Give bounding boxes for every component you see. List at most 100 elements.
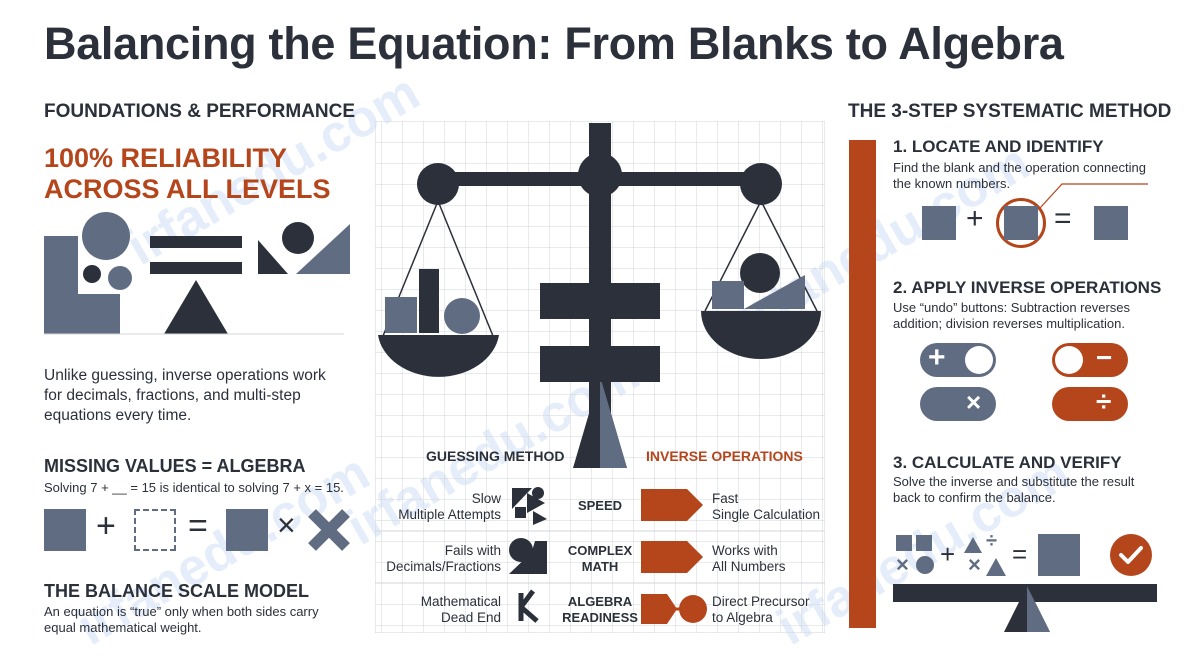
row-text: Works with <box>712 543 778 558</box>
known-number-square <box>922 206 956 240</box>
toggle-minus[interactable]: − <box>1052 342 1128 377</box>
balance-model-text: An equation is “true” only when both sid… <box>44 604 319 635</box>
row-text: Dead End <box>440 610 501 625</box>
step1-title: 1. LOCATE AND IDENTIFY <box>893 137 1104 156</box>
equals-bar-top <box>540 283 660 319</box>
result-square <box>1094 206 1128 240</box>
row-text: Decimals/Fractions <box>386 559 501 574</box>
row-text: Fast <box>712 491 739 506</box>
toggle-divide[interactable]: ÷ <box>1052 386 1128 421</box>
row-label: COMPLEX <box>567 543 633 558</box>
toggle-knob <box>923 390 951 418</box>
toggle-knob <box>1055 346 1083 374</box>
beam-pivot <box>578 153 622 197</box>
right-beam-end <box>740 163 782 205</box>
step2-text: Use “undo” buttons: Subtraction reverses… <box>893 300 1131 331</box>
shape-circle <box>83 265 101 283</box>
reliability-line1: 100% RELIABILITY <box>44 143 288 173</box>
row-complex-label: COMPLEX MATH <box>560 543 640 575</box>
right-pan <box>701 311 821 359</box>
toggle-times[interactable]: × <box>920 387 996 421</box>
complex-guessing-icon <box>509 538 547 574</box>
blank-placeholder <box>134 509 176 551</box>
row-label: ALGEBRA <box>567 594 633 609</box>
equals-bar-bottom <box>540 346 660 382</box>
missing-values-equation: + = × <box>44 507 354 553</box>
small-triangle <box>986 558 1006 576</box>
right-weight-triangle <box>744 275 805 309</box>
left-pan <box>378 335 499 377</box>
row-speed-guessing: Slow Multiple Attempts <box>370 491 501 523</box>
scale-base-shade <box>600 376 627 468</box>
speed-guessing-icon <box>512 487 547 525</box>
complex-inverse-arrow <box>641 541 703 573</box>
reliability-line2: ACROSS ALL LEVELS <box>44 174 331 204</box>
row-text: Slow <box>471 491 501 506</box>
shape-rect <box>78 294 120 334</box>
balance-fulcrum <box>1004 586 1050 632</box>
row-speed-label: SPEED <box>560 498 640 514</box>
row-text: Multiple Attempts <box>398 507 501 522</box>
result-square <box>1038 534 1080 576</box>
result-square <box>226 509 268 551</box>
plus-sign: + <box>966 202 984 235</box>
balance-scale-illustration <box>375 121 825 633</box>
guessing-method-label: GUESSING METHOD <box>426 448 565 464</box>
plus-icon: + <box>928 341 946 374</box>
unknown-x-icon <box>308 509 350 551</box>
times-icon: × <box>966 387 982 417</box>
inverse-operations-label: INVERSE OPERATIONS <box>646 448 803 464</box>
algebra-guessing-icon <box>518 589 539 623</box>
divide-icon: ÷ <box>1096 386 1112 417</box>
shape-triangle <box>296 224 350 274</box>
shape-circle <box>282 222 314 254</box>
row-text: to Algebra <box>712 610 773 625</box>
toggle-plus[interactable]: + <box>920 341 996 377</box>
left-weight-circle <box>444 298 480 334</box>
row-complex-inverse: Works with All Numbers <box>712 543 822 575</box>
shape-rect <box>44 236 78 334</box>
right-weight-square <box>712 281 744 309</box>
balance-model-heading: THE BALANCE SCALE MODEL <box>44 581 309 601</box>
plus-sign: + <box>96 507 116 545</box>
row-text: Direct Precursor <box>712 594 810 609</box>
shape-circle <box>82 212 130 260</box>
step2-title: 2. APPLY INVERSE OPERATIONS <box>893 278 1162 297</box>
step3-equation: × + ÷ × = <box>894 530 1154 582</box>
shape-circle <box>108 266 132 290</box>
right-weight-circle <box>740 253 780 293</box>
step1-text: Find the blank and the operation connect… <box>893 160 1146 191</box>
shape-triangle <box>258 240 288 274</box>
row-label: SPEED <box>577 498 623 513</box>
check-icon <box>1110 534 1152 576</box>
small-times: × <box>968 552 981 577</box>
step3-text: Solve the inverse and substitute the res… <box>893 474 1135 505</box>
shape-bar <box>150 236 242 248</box>
equals-sign: = <box>1012 539 1028 569</box>
row-speed-inverse: Fast Single Calculation <box>712 491 822 523</box>
section-heading-3-step: THE 3-STEP SYSTEMATIC METHOD <box>848 101 1172 122</box>
row-text: Single Calculation <box>712 507 821 522</box>
minus-icon: − <box>1096 342 1113 373</box>
plus-sign: + <box>940 539 956 569</box>
section-heading-foundations: FOUNDATIONS & PERFORMANCE <box>44 101 356 122</box>
row-text: Mathematical <box>420 594 501 609</box>
row-algebra-label: ALGEBRA READINESS <box>560 594 640 626</box>
reliability-heading: 100% RELIABILITY ACROSS ALL LEVELS <box>44 143 331 205</box>
small-divide: ÷ <box>986 530 997 552</box>
toggle-knob <box>1055 390 1083 418</box>
reliability-text: Unlike guessing, inverse operations work… <box>44 367 326 424</box>
row-algebra-guessing: Mathematical Dead End <box>370 594 501 626</box>
row-algebra-inverse: Direct Precursor to Algebra <box>712 594 822 626</box>
known-number-square <box>44 509 86 551</box>
row-text: Fails with <box>444 543 501 558</box>
missing-values-text: Solving 7 + __ = 15 is identical to solv… <box>44 480 344 495</box>
times-sign: × <box>277 507 296 543</box>
row-complex-guessing: Fails with Decimals/Fractions <box>370 543 501 575</box>
shape-bar <box>150 262 242 274</box>
equals-sign: = <box>1054 202 1072 235</box>
equals-sign: = <box>188 507 208 545</box>
step1-callout-line <box>1040 183 1148 209</box>
step-timeline-bar <box>849 140 876 628</box>
step3-title: 3. CALCULATE AND VERIFY <box>893 453 1122 472</box>
